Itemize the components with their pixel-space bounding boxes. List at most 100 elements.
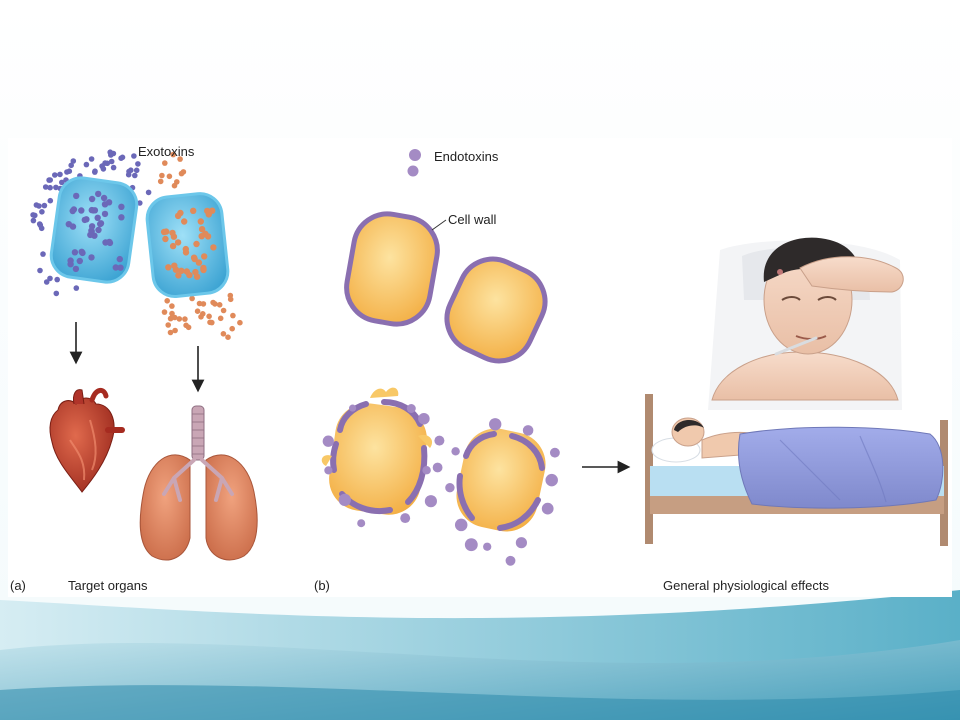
exotoxin-dot <box>47 197 54 204</box>
exotoxin-dot <box>73 285 80 291</box>
exotoxin-dot <box>52 172 58 178</box>
exotoxin-dot <box>217 315 224 322</box>
patient-in-bed-icon <box>645 394 948 546</box>
exotoxin-dot <box>181 218 188 225</box>
exotoxin-dot <box>95 226 102 234</box>
exotoxin-dot <box>191 255 198 263</box>
exotoxin-dot <box>30 212 36 218</box>
exotoxin-dot <box>65 221 73 228</box>
exotoxin-dot <box>174 239 182 246</box>
exotoxin-dot <box>164 298 170 304</box>
heart-icon <box>49 388 125 493</box>
exotoxin-dot <box>40 251 46 257</box>
exotoxin-dot <box>128 167 134 173</box>
panel-b <box>321 149 948 566</box>
exotoxin-dot <box>229 325 235 332</box>
exotoxin-dot <box>41 202 48 209</box>
exotoxin-dot <box>165 264 172 271</box>
exotoxin-dot <box>167 329 174 336</box>
cell-wall-leader-line <box>431 219 447 231</box>
exotoxin-dot <box>118 155 124 161</box>
exotoxin-dot <box>227 296 234 303</box>
exotoxin-dot <box>118 214 125 221</box>
endotoxins-label: Endotoxins <box>434 149 499 164</box>
exotoxin-particles-orange <box>157 151 243 341</box>
lungs-icon <box>139 405 258 561</box>
released-endotoxin-particles <box>322 404 560 566</box>
cell-wall-label: Cell wall <box>448 212 497 227</box>
endotoxin-fragment <box>515 537 527 549</box>
exotoxin-dot <box>39 209 45 215</box>
exotoxin-dot <box>237 319 243 326</box>
exotoxin-dot <box>209 207 216 214</box>
endotoxin-fragment <box>357 519 366 528</box>
panel-a <box>30 149 258 561</box>
exotoxin-dot <box>172 327 178 334</box>
exotoxin-dot <box>81 216 89 224</box>
panel-a-letter: (a) <box>10 578 26 593</box>
exotoxin-dot <box>72 265 80 273</box>
exotoxin-dot <box>183 268 190 275</box>
exotoxins-label: Exotoxins <box>138 144 195 159</box>
endotoxin-legend-dot <box>409 149 421 161</box>
exotoxin-dot <box>97 220 105 227</box>
exotoxin-dot <box>68 162 74 169</box>
exotoxin-dot <box>193 240 200 248</box>
exotoxin-dot <box>200 266 207 274</box>
endotoxin-fragment <box>424 495 437 508</box>
exotoxin-dot <box>95 190 102 198</box>
exotoxin-dot <box>70 158 77 164</box>
exotoxin-dot <box>169 310 175 317</box>
exotoxin-dot <box>162 160 168 166</box>
endotoxin-fragment <box>324 466 333 475</box>
exotoxin-dot <box>159 172 165 179</box>
exotoxin-dot <box>47 275 53 282</box>
exotoxin-dot <box>118 203 125 210</box>
exotoxin-dot <box>192 268 199 276</box>
exotoxin-dot <box>220 331 227 337</box>
endotoxin-fragment <box>434 435 445 446</box>
exotoxin-dot <box>132 172 138 179</box>
exotoxin-dot <box>177 209 184 217</box>
exotoxin-dot <box>42 184 49 190</box>
exotoxin-dot <box>206 313 212 320</box>
exotoxin-dot <box>83 161 90 168</box>
exotoxin-dot <box>90 207 97 214</box>
lysed-cell-releasing-endotoxin <box>456 428 546 532</box>
exotoxin-dot <box>194 308 201 315</box>
exotoxin-dot <box>105 199 113 206</box>
endotoxin-fragment <box>451 447 460 456</box>
exotoxin-dot <box>76 257 84 265</box>
exotoxin-dot <box>101 210 109 218</box>
exotoxin-dot <box>36 203 42 209</box>
exotoxin-dot <box>99 163 105 169</box>
exotoxin-dot <box>210 244 217 251</box>
exotoxin-dot <box>73 192 80 200</box>
exotoxin-dot <box>166 173 173 180</box>
endotoxin-legend-dot <box>407 165 419 177</box>
exotoxin-dot <box>225 334 231 341</box>
exotoxin-dot <box>135 161 141 167</box>
endotoxin-fragment <box>464 538 478 552</box>
exotoxin-dot <box>59 179 65 186</box>
exotoxin-dot <box>169 303 175 309</box>
endotoxin-fragment <box>445 483 455 493</box>
exotoxin-dot <box>195 259 203 266</box>
exotoxin-dot <box>197 218 204 225</box>
endotoxin-fragment <box>432 462 443 473</box>
exotoxin-dot <box>117 264 124 271</box>
intact-gram-negative-cell <box>444 256 548 364</box>
exotoxin-dot <box>38 225 45 232</box>
exotoxin-dot <box>177 156 183 162</box>
exotoxin-dot <box>176 316 183 322</box>
exotoxin-dot <box>71 249 79 256</box>
exotoxin-dot <box>171 182 178 189</box>
exotoxin-dot <box>220 307 227 314</box>
lysed-cell-releasing-endotoxin <box>321 387 433 515</box>
endotoxin-fragment <box>422 465 431 475</box>
exotoxin-dot <box>162 235 169 243</box>
exotoxin-dot <box>57 171 63 178</box>
endotoxin-fragment <box>418 412 430 425</box>
exotoxin-dot <box>88 223 96 230</box>
